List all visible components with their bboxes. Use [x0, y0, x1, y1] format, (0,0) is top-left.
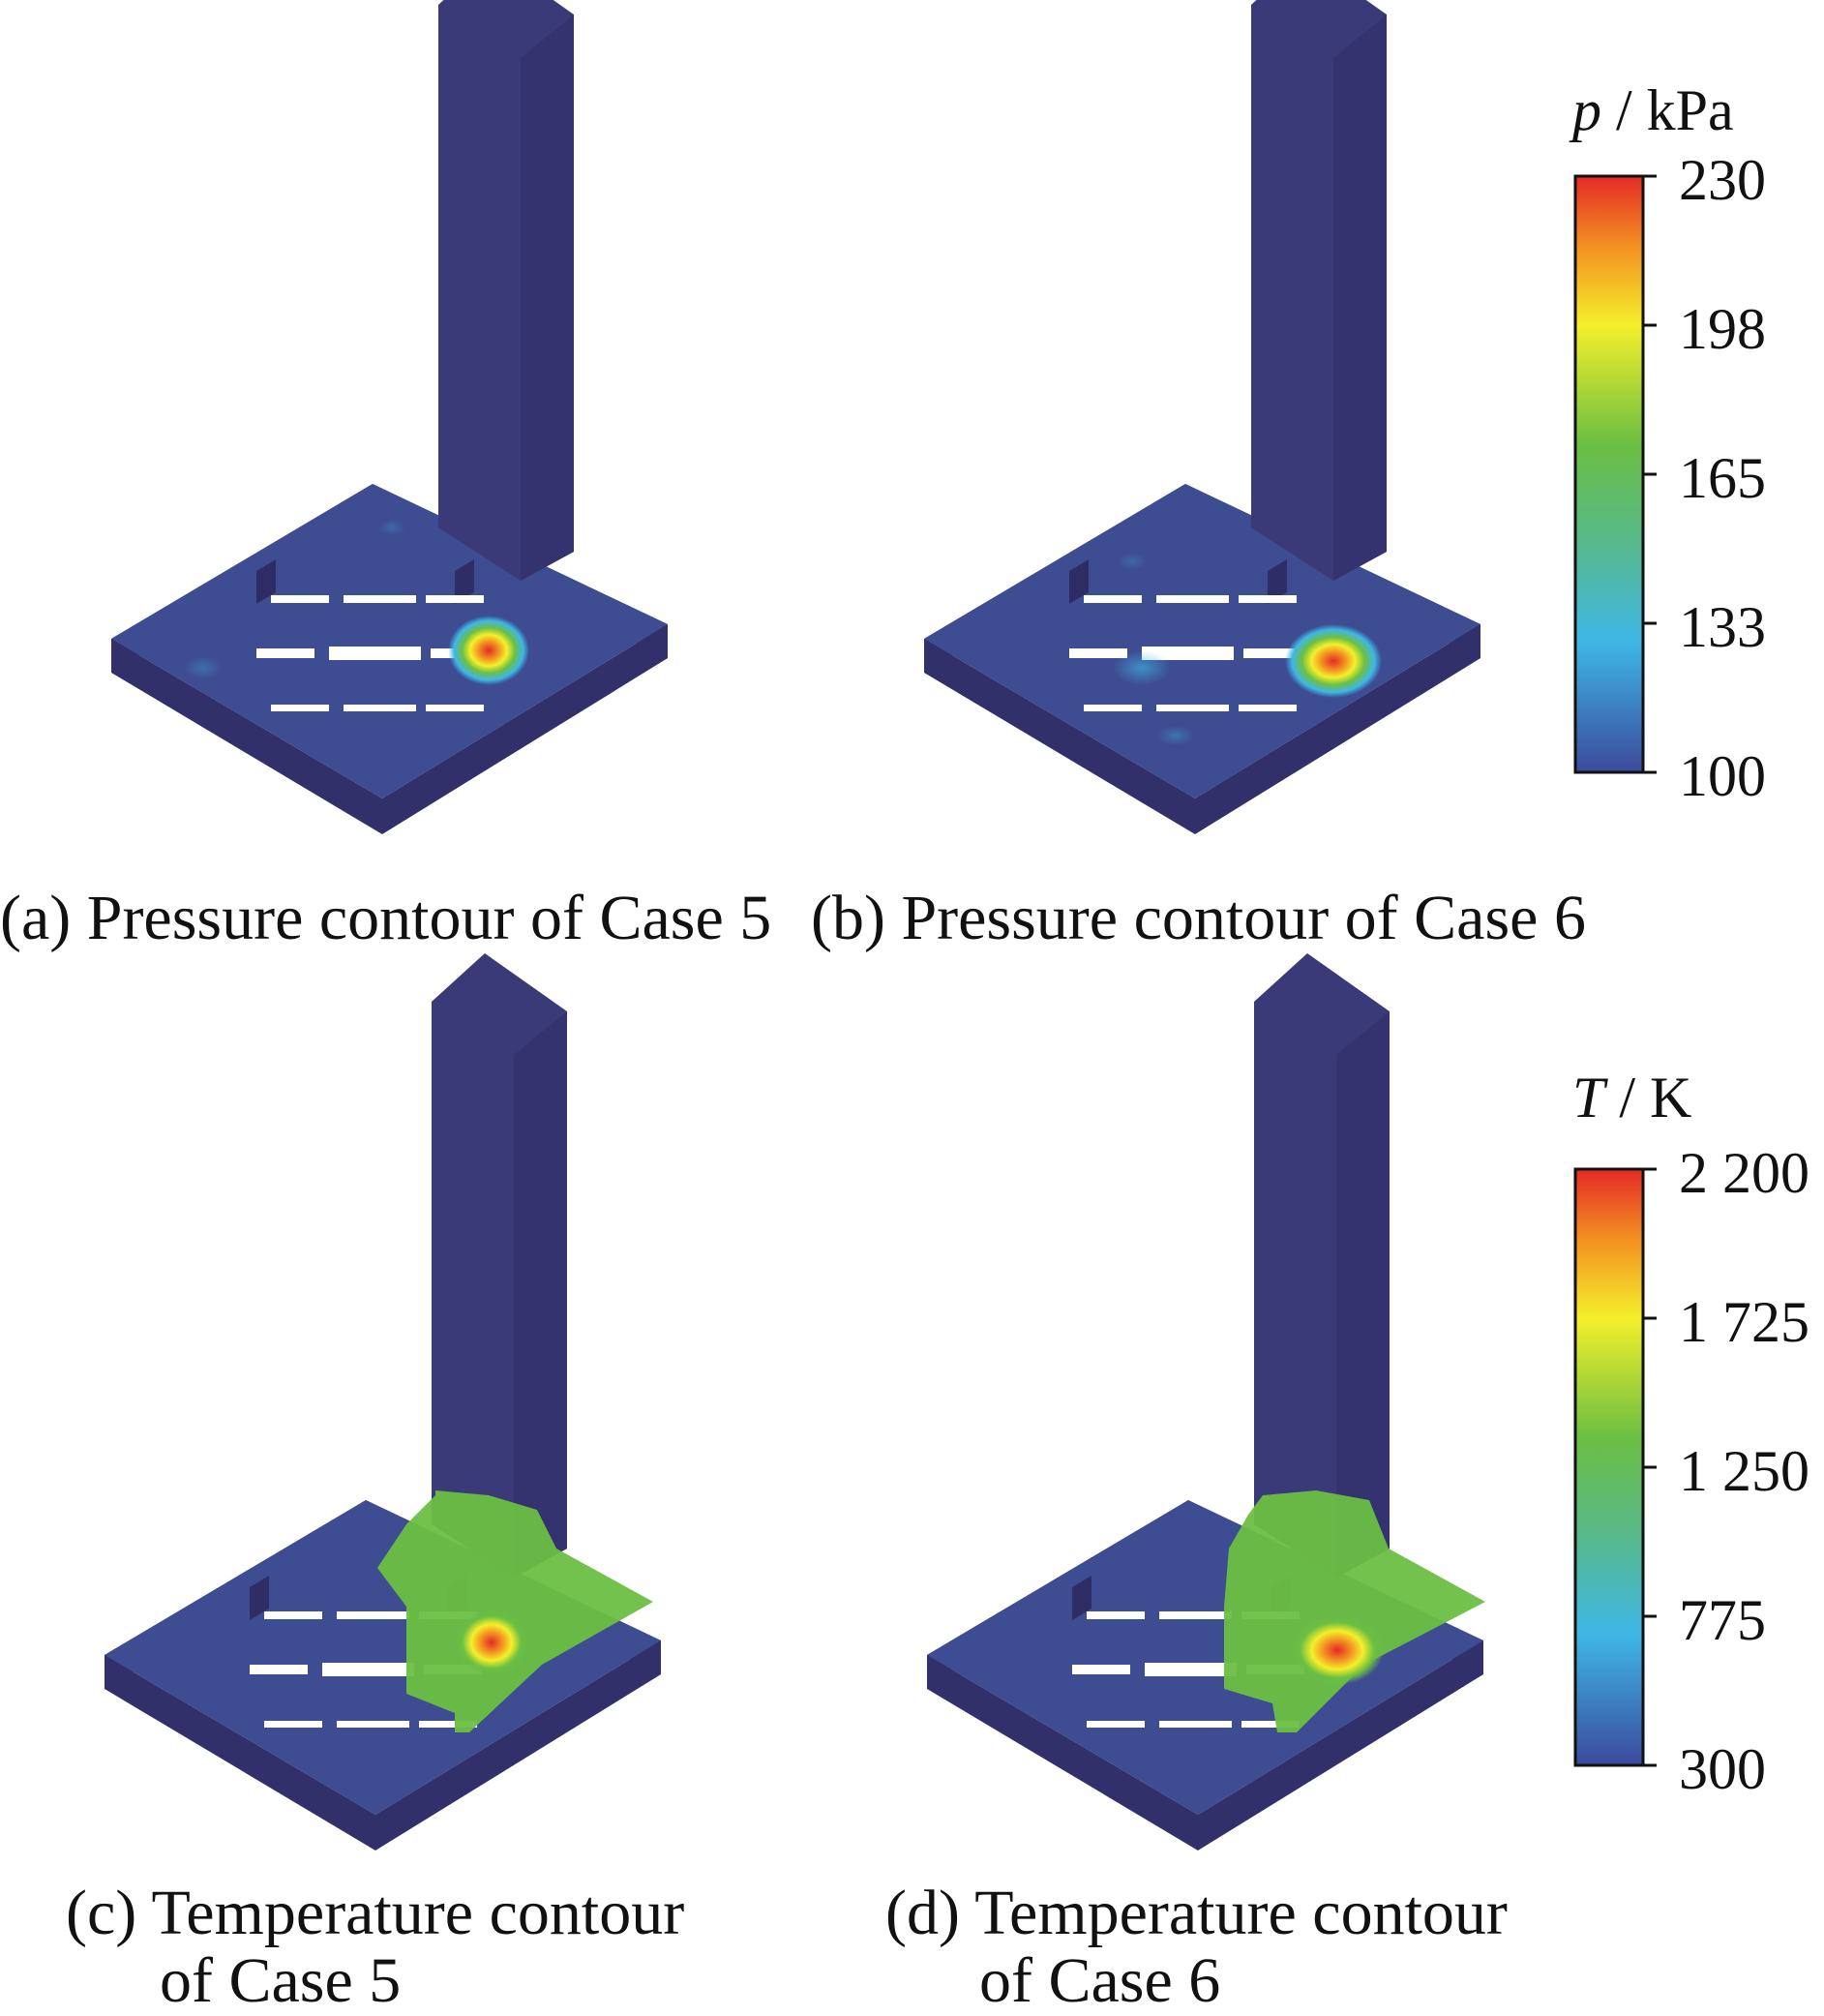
pressure-tick-label: 100: [1679, 744, 1766, 808]
panel-a-pressure-hotspot: [448, 616, 529, 685]
temperature-tick-label: 775: [1679, 1588, 1766, 1652]
pressure-unit: / kPa: [1601, 78, 1734, 142]
panel-d-temperature-plume: [1224, 1490, 1485, 1732]
panel-c-model: [105, 1500, 661, 1851]
panel-d-temperature-hotspot: [1291, 1615, 1384, 1685]
panel-d-model: [927, 1500, 1483, 1851]
temperature-symbol: T: [1572, 1066, 1605, 1129]
temperature-tick-label: 1 725: [1679, 1290, 1809, 1354]
caption-d-line1: (d) Temperature contour: [885, 1878, 1508, 1948]
caption-a: (a) Pressure contour of Case 5: [0, 883, 772, 953]
panel-c-temperature-hotspot: [455, 1610, 528, 1675]
temperature-colorbar: [1573, 1167, 1657, 1767]
temperature-tick-label: 300: [1679, 1737, 1766, 1801]
pressure-tick-label: 133: [1679, 595, 1766, 659]
caption-c-line1: (c) Temperature contour: [66, 1878, 685, 1948]
pressure-tick-label: 198: [1679, 297, 1766, 361]
pressure-colorbar-title: p / kPa: [1572, 81, 1734, 139]
caption-c-line2: of Case 5: [160, 1945, 402, 2016]
caption-d-line2: of Case 6: [979, 1945, 1221, 2016]
pressure-colorbar: [1573, 174, 1657, 774]
caption-b: (b) Pressure contour of Case 6: [811, 883, 1586, 953]
panel-d-tower: [1254, 953, 1390, 1578]
pressure-tick-label: 230: [1679, 148, 1766, 212]
pressure-symbol: p: [1572, 78, 1601, 142]
panel-c-temperature-plume: [377, 1490, 653, 1732]
temperature-colorbar-title: T / K: [1572, 1068, 1691, 1127]
temperature-tick-label: 2 200: [1679, 1141, 1809, 1205]
panel-a-tower: [438, 0, 574, 581]
panel-c-tower: [432, 953, 567, 1578]
panel-b-tower: [1251, 0, 1387, 581]
panel-b-pressure-hotspot: [1285, 624, 1382, 698]
pressure-tick-label: 165: [1679, 446, 1766, 510]
panel-b-model: [924, 484, 1480, 834]
temperature-tick-label: 1 250: [1679, 1439, 1809, 1503]
temperature-unit: / K: [1604, 1066, 1692, 1129]
